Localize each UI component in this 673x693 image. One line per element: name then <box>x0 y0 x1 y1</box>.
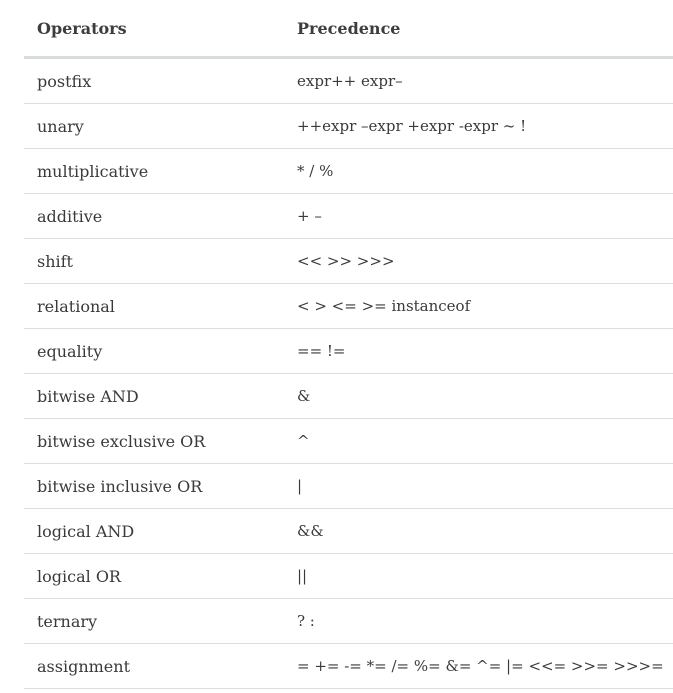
table-row: bitwise exclusive OR^ <box>24 418 673 464</box>
precedence-cell: || <box>284 553 673 599</box>
table-header-row: Operators Precedence <box>24 0 673 59</box>
precedence-cell: ? : <box>284 598 673 644</box>
table-row: equality== != <box>24 328 673 374</box>
operator-cell: ternary <box>24 598 284 644</box>
precedence-cell: & <box>284 373 673 419</box>
table-row: shift<< >> >>> <box>24 238 673 284</box>
precedence-cell: << >> >>> <box>284 238 673 284</box>
table-row: additive+ – <box>24 193 673 239</box>
operator-cell: logical AND <box>24 508 284 554</box>
column-header-precedence: Precedence <box>284 0 673 59</box>
precedence-cell: == != <box>284 328 673 374</box>
table-row: assignment= += -= *= /= %= &= ^= |= <<= … <box>24 643 673 689</box>
operator-cell: equality <box>24 328 284 374</box>
precedence-cell: + – <box>284 193 673 239</box>
precedence-cell: ++expr –expr +expr -expr ~ ! <box>284 103 673 149</box>
table-row: multiplicative* / % <box>24 148 673 194</box>
precedence-cell: = += -= *= /= %= &= ^= |= <<= >>= >>>= <box>284 643 673 689</box>
column-header-operators: Operators <box>24 0 284 59</box>
operator-cell: shift <box>24 238 284 284</box>
operator-cell: unary <box>24 103 284 149</box>
operator-cell: additive <box>24 193 284 239</box>
table-row: relational< > <= >= instanceof <box>24 283 673 329</box>
operator-cell: multiplicative <box>24 148 284 194</box>
precedence-cell: ^ <box>284 418 673 464</box>
table-row: unary++expr –expr +expr -expr ~ ! <box>24 103 673 149</box>
operator-cell: logical OR <box>24 553 284 599</box>
operator-cell: bitwise exclusive OR <box>24 418 284 464</box>
precedence-cell: | <box>284 463 673 509</box>
precedence-cell: && <box>284 508 673 554</box>
table-row: logical OR|| <box>24 553 673 599</box>
operator-cell: postfix <box>24 57 284 104</box>
table-row: ternary? : <box>24 598 673 644</box>
table-row: bitwise inclusive OR| <box>24 463 673 509</box>
precedence-cell: < > <= >= instanceof <box>284 283 673 329</box>
table-row: bitwise AND& <box>24 373 673 419</box>
operator-cell: bitwise AND <box>24 373 284 419</box>
operator-cell: bitwise inclusive OR <box>24 463 284 509</box>
operator-cell: relational <box>24 283 284 329</box>
precedence-cell: * / % <box>284 148 673 194</box>
precedence-cell: expr++ expr– <box>284 57 673 104</box>
table-row: logical AND&& <box>24 508 673 554</box>
operator-cell: assignment <box>24 643 284 689</box>
